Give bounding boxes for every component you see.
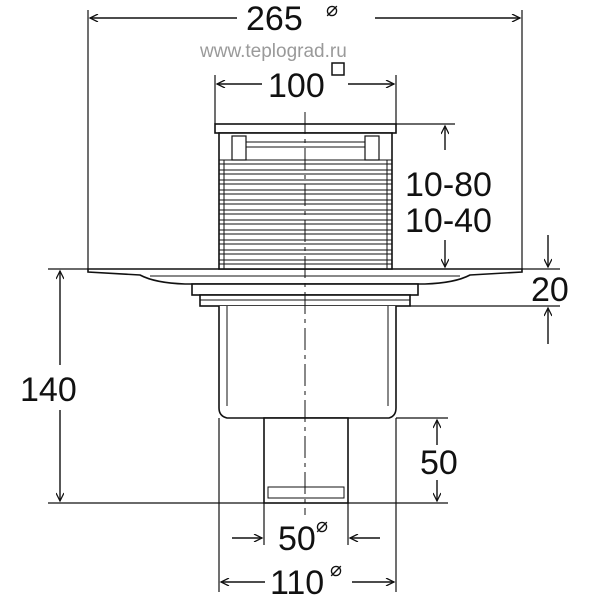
watermark: www.teplograd.ru bbox=[199, 41, 347, 62]
diameter-symbol-50: ⌀ bbox=[316, 513, 328, 537]
dim-height-range-a: 10-80 bbox=[405, 166, 492, 204]
dimension-arrows bbox=[60, 18, 548, 582]
dim-outlet-length: 50 bbox=[420, 444, 458, 482]
diameter-symbol-110: ⌀ bbox=[330, 557, 342, 581]
outlet-pipe-end bbox=[267, 486, 345, 499]
clip-right bbox=[364, 135, 380, 161]
clip-left bbox=[231, 135, 247, 161]
dim-height-range-b: 10-40 bbox=[405, 202, 492, 240]
dimension-labels: 265 ⌀ 100 10-80 10-40 20 140 50 50 ⌀ 110… bbox=[20, 0, 569, 600]
dim-flange-thickness: 20 bbox=[531, 271, 569, 309]
dim-outlet-diameter: 50 bbox=[278, 520, 316, 558]
extension-lines bbox=[48, 10, 560, 592]
square-symbol bbox=[331, 62, 345, 76]
dim-body-diameter: 110 bbox=[270, 564, 324, 600]
outlet-pipe bbox=[263, 417, 349, 504]
dim-body-height: 140 bbox=[20, 371, 77, 409]
dim-grate-size: 100 bbox=[268, 67, 325, 105]
dim-flange-diameter: 265 bbox=[246, 0, 303, 38]
diameter-symbol-265: ⌀ bbox=[326, 0, 338, 21]
body-shell bbox=[218, 306, 397, 419]
